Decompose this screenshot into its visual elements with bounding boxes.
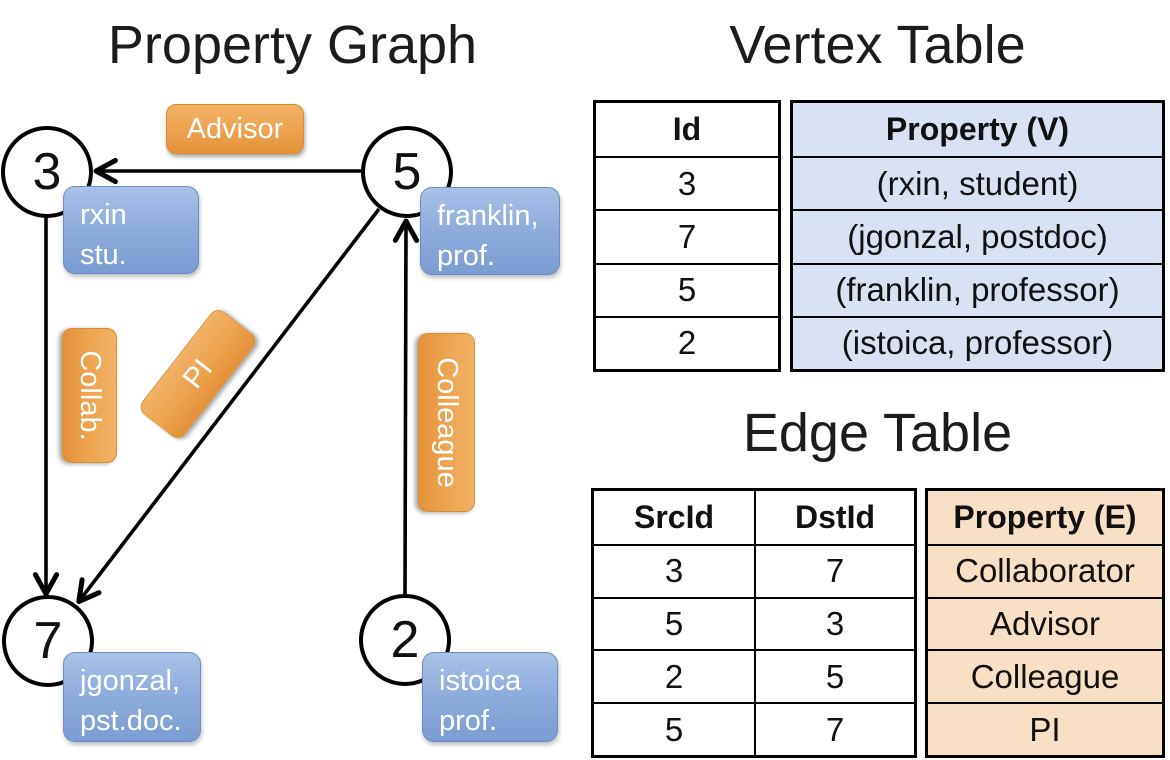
table-cell: 5 xyxy=(596,262,778,316)
node-id: 2 xyxy=(390,611,420,669)
table-cell: (jgonzal, postdoc) xyxy=(793,209,1162,263)
column-header: SrcId xyxy=(633,498,715,535)
callout-line: stu. xyxy=(80,239,127,272)
table-cell: 7 xyxy=(596,209,778,262)
edge-pi-5-7 xyxy=(76,207,381,605)
table-cell: 2 xyxy=(594,649,754,702)
table-cell: 2 xyxy=(596,315,778,369)
graph-node-2: 2 xyxy=(359,594,451,686)
vertex-table-id-column: Id 3 7 5 2 xyxy=(593,100,781,372)
node-id: 5 xyxy=(392,143,422,201)
edge-label-advisor: Advisor xyxy=(166,104,304,154)
edge-colleague-2-5 xyxy=(392,218,420,595)
node-id: 7 xyxy=(33,612,63,670)
vertex-callout-jgonzal: jgonzal, pst.doc. xyxy=(63,652,201,742)
callout-line: istoica xyxy=(439,665,522,697)
column-header: Id xyxy=(672,111,702,148)
vertex-table-property-column: Property (V) (rxin, student) (jgonzal, p… xyxy=(790,100,1165,372)
node-id: 3 xyxy=(32,143,62,201)
table-cell: Collaborator xyxy=(928,543,1162,597)
table-cell: 3 xyxy=(754,596,914,650)
vertex-callout-rxin: rxin stu. xyxy=(63,186,199,274)
vertex-callout-istoica: istoica prof. xyxy=(422,652,558,742)
callout-line: prof. xyxy=(439,705,498,738)
table-cell: Advisor xyxy=(928,596,1162,650)
table-cell: 5 xyxy=(754,649,914,703)
edge-table-title: Edge Table xyxy=(742,403,1013,463)
table-cell: (rxin, student) xyxy=(793,156,1162,210)
table-cell: 3 xyxy=(596,156,778,209)
edge-label-collab: Collab. xyxy=(62,328,117,463)
graph-node-5: 5 xyxy=(361,126,453,218)
column-header: Property (V) xyxy=(793,103,1162,157)
edge-table-property-column: Property (E) Collaborator Advisor Collea… xyxy=(925,488,1165,758)
graph-edges xyxy=(32,157,420,605)
table-cell: (istoica, professor) xyxy=(793,315,1162,369)
vertex-callout-franklin: franklin, prof. xyxy=(420,187,560,275)
callout-line: prof. xyxy=(437,240,496,273)
callout-line: pst.doc. xyxy=(80,705,182,738)
table-cell: 7 xyxy=(754,543,914,597)
edge-table-id-columns: SrcId DstId 3 7 5 3 2 5 5 7 xyxy=(591,488,917,758)
table-cell: (franklin, professor) xyxy=(793,262,1162,316)
edge-label-colleague: Colleague xyxy=(418,333,475,512)
column-header: Property (E) xyxy=(928,491,1162,544)
callout-line: rxin xyxy=(80,199,127,231)
callout-line: jgonzal, xyxy=(80,665,180,697)
table-cell: 7 xyxy=(754,702,914,755)
callout-line: franklin, xyxy=(437,200,539,232)
table-cell: 5 xyxy=(594,596,754,650)
vertex-table-title: Vertex Table xyxy=(729,15,1026,75)
table-cell: PI xyxy=(928,702,1162,755)
table-cell: 5 xyxy=(594,702,754,755)
table-cell: Colleague xyxy=(928,649,1162,703)
property-graph-title: Property Graph xyxy=(107,15,478,75)
table-cell: 3 xyxy=(594,543,754,597)
column-header: DstId xyxy=(754,491,914,544)
